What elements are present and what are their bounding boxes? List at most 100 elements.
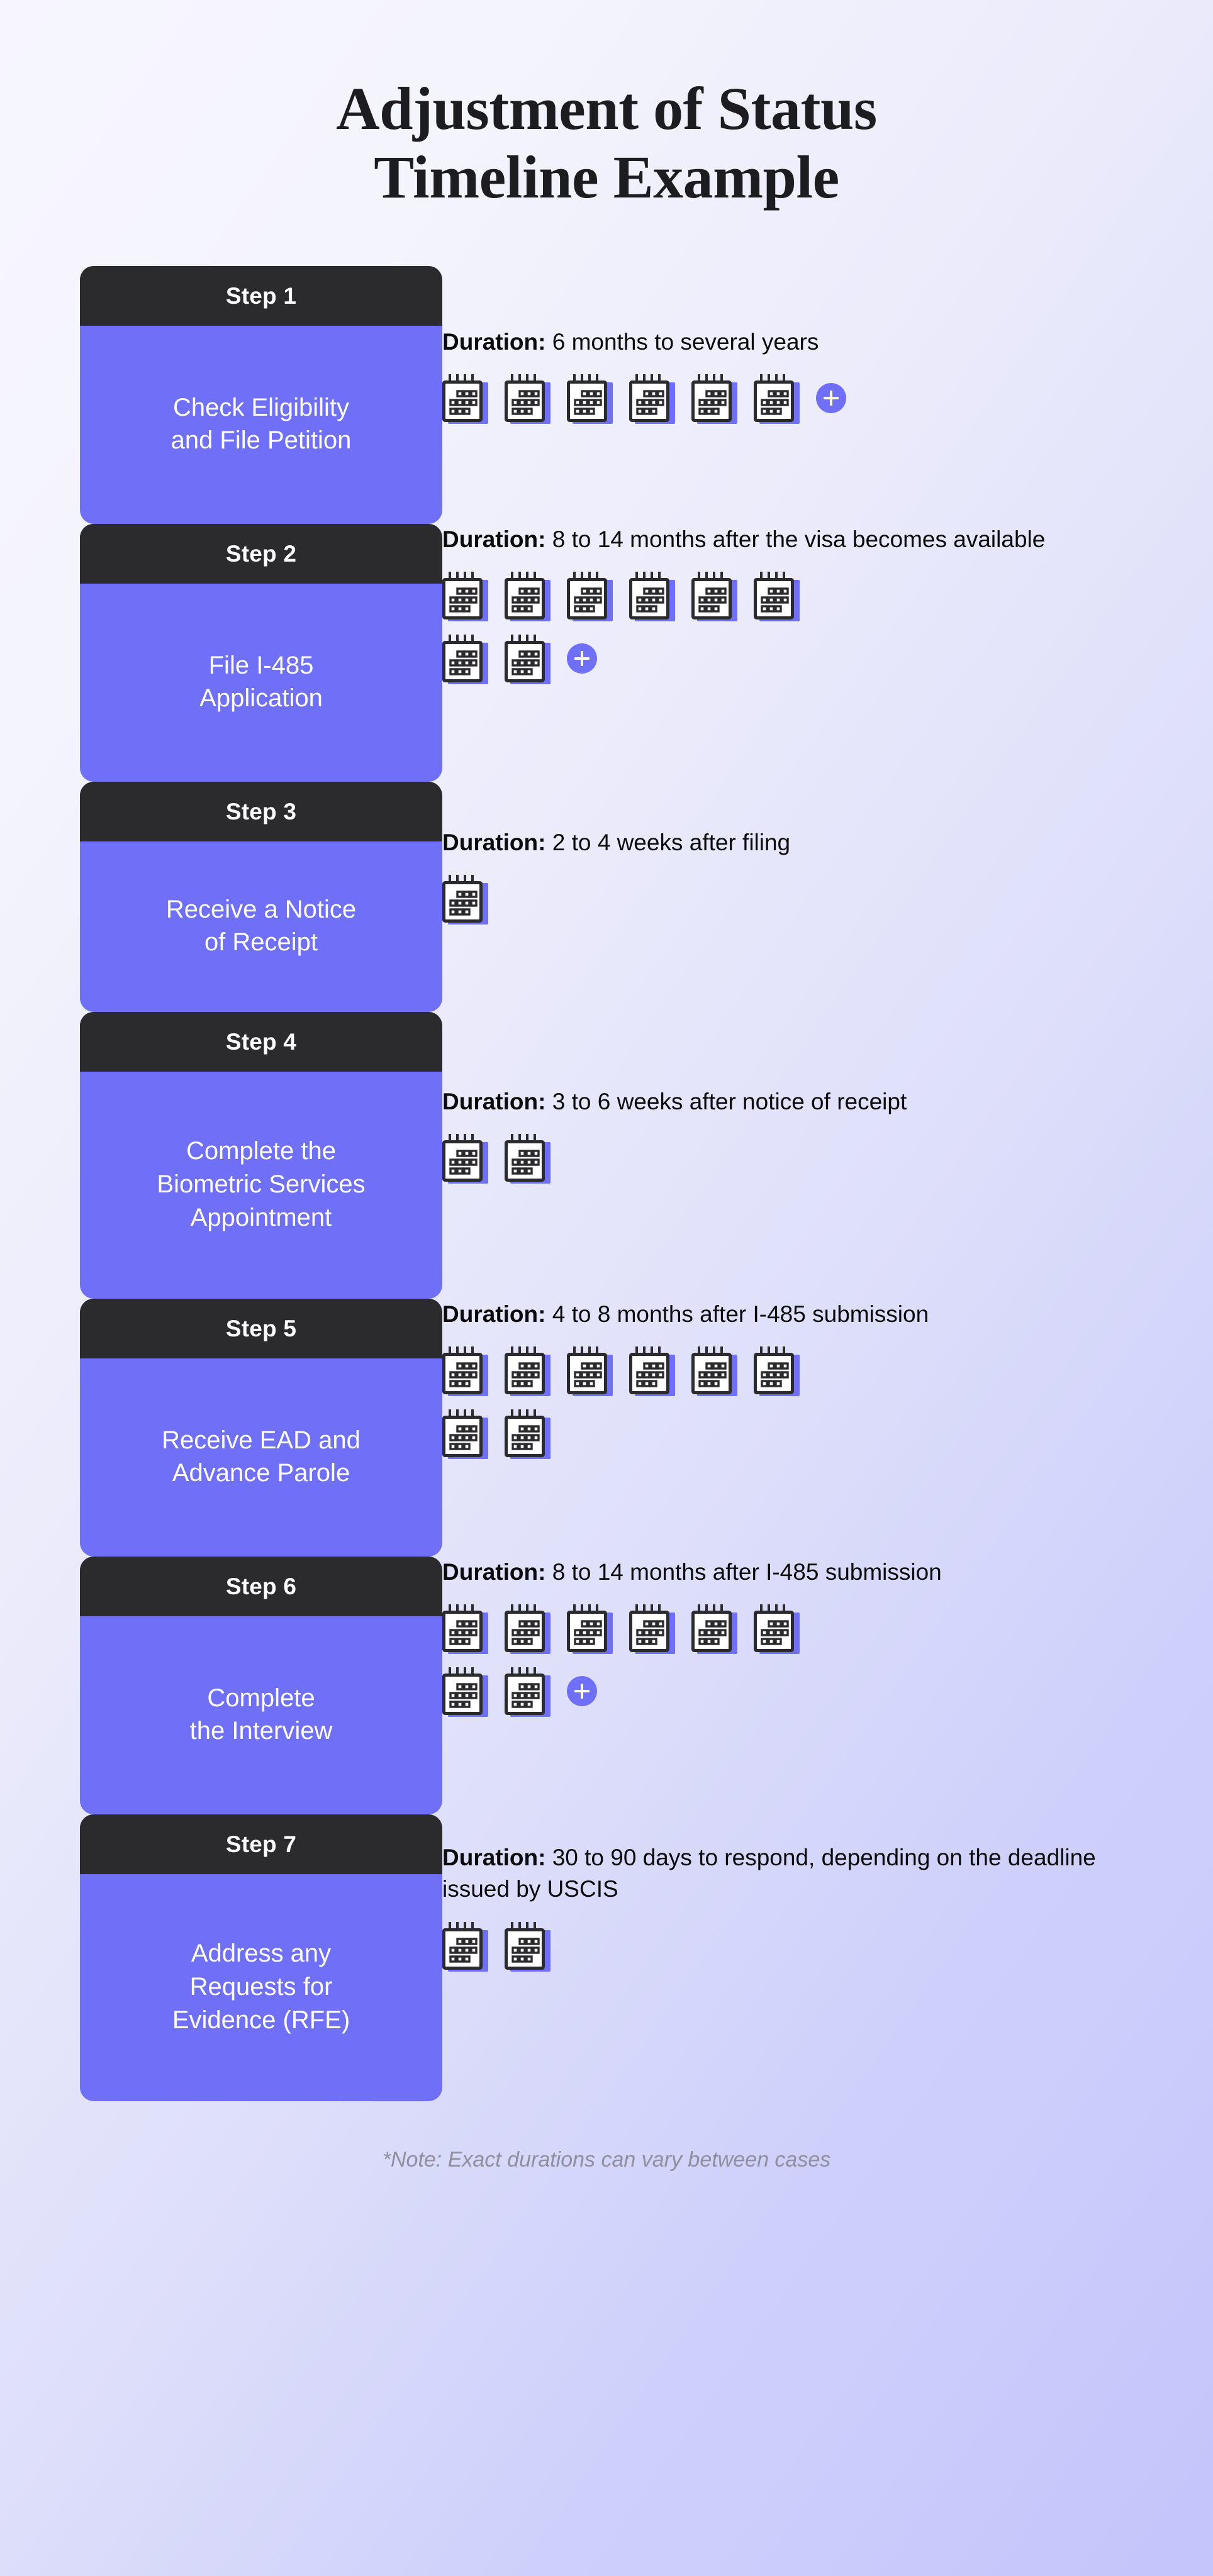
duration-label: Duration: bbox=[442, 829, 546, 855]
step-card-header: Step 2 bbox=[80, 523, 442, 584]
duration-text: Duration: 30 to 90 days to respond, depe… bbox=[442, 1842, 1128, 1906]
calendar-icon bbox=[505, 374, 551, 425]
step-card-title-line: Biometric Services bbox=[157, 1170, 366, 1198]
step-card-header: Step 4 bbox=[80, 1011, 442, 1072]
step-card-title-line: Complete the bbox=[186, 1137, 336, 1165]
calendar-row bbox=[442, 635, 1144, 685]
step-card-title-line: Application bbox=[199, 684, 323, 713]
calendar-icon bbox=[505, 1667, 551, 1718]
footnote-note: *Note: Exact durations can vary between … bbox=[382, 2147, 831, 2172]
step-card-title-line: Advance Parole bbox=[172, 1459, 350, 1487]
page-title-line-2: Timeline Example bbox=[374, 143, 839, 211]
duration-text: Duration: 8 to 14 months after I-485 sub… bbox=[442, 1557, 1128, 1588]
duration-text: Duration: 8 to 14 months after the visa … bbox=[442, 524, 1128, 555]
step-card-title-line: Check Eligibility bbox=[172, 393, 350, 421]
calendar-icon bbox=[505, 1134, 551, 1184]
calendar-grid bbox=[442, 572, 1144, 685]
calendar-icon bbox=[754, 1604, 800, 1655]
duration-value: 8 to 14 months after I-485 submission bbox=[545, 1558, 942, 1585]
step-card-title-line: File I-485 bbox=[208, 651, 314, 679]
duration-text: Duration: 3 to 6 weeks after notice of r… bbox=[442, 1086, 1128, 1118]
step-card-header: Step 3 bbox=[80, 781, 442, 841]
calendar-icon bbox=[567, 1346, 613, 1397]
calendar-grid bbox=[442, 1134, 1144, 1184]
step-detail-column: Duration: 30 to 90 days to respond, depe… bbox=[442, 1814, 1213, 1972]
calendar-row bbox=[442, 1604, 1144, 1655]
calendar-icon bbox=[754, 374, 800, 425]
step-card-header: Step 5 bbox=[80, 1298, 442, 1358]
step-card-title-line: of Receipt bbox=[204, 928, 318, 957]
calendar-row bbox=[442, 1134, 1144, 1184]
calendar-icon bbox=[505, 1409, 551, 1460]
duration-text: Duration: 6 months to several years bbox=[442, 326, 1128, 358]
calendar-icon bbox=[629, 1604, 675, 1655]
step-detail-column: Duration: 4 to 8 months after I-485 subm… bbox=[442, 1299, 1213, 1460]
step-detail-column: Duration: 2 to 4 weeks after filing bbox=[442, 782, 1213, 925]
duration-label: Duration: bbox=[442, 1088, 546, 1114]
step-card-header: Step 6 bbox=[80, 1556, 442, 1616]
calendar-icon bbox=[691, 1346, 737, 1397]
calendar-icon bbox=[567, 374, 613, 425]
calendar-grid bbox=[442, 1921, 1144, 1972]
calendar-grid bbox=[442, 1346, 1144, 1460]
plus-icon[interactable] bbox=[567, 643, 597, 674]
step-card-title-line: Requests for bbox=[189, 1972, 333, 2001]
duration-label: Duration: bbox=[442, 526, 546, 552]
calendar-icon bbox=[442, 1346, 488, 1397]
step-detail-column: Duration: 8 to 14 months after I-485 sub… bbox=[442, 1557, 1213, 1718]
calendar-icon bbox=[442, 635, 488, 685]
calendar-grid bbox=[442, 1604, 1144, 1718]
plus-icon[interactable] bbox=[567, 1676, 597, 1707]
calendar-grid bbox=[442, 374, 1144, 425]
duration-value: 6 months to several years bbox=[545, 328, 819, 355]
calendar-icon bbox=[442, 374, 488, 425]
calendar-icon bbox=[505, 572, 551, 622]
duration-value: 4 to 8 months after I-485 submission bbox=[545, 1301, 929, 1327]
step-card-header: Step 1 bbox=[80, 265, 442, 326]
calendar-icon bbox=[505, 635, 551, 685]
calendar-icon bbox=[442, 1921, 488, 1972]
plus-icon[interactable] bbox=[816, 383, 846, 414]
calendar-icon bbox=[691, 1604, 737, 1655]
calendar-icon bbox=[754, 1346, 800, 1397]
calendar-row bbox=[442, 1346, 1144, 1397]
calendar-icon bbox=[629, 572, 675, 622]
calendar-row bbox=[442, 875, 1144, 925]
duration-text: Duration: 4 to 8 months after I-485 subm… bbox=[442, 1299, 1128, 1330]
calendar-icon bbox=[442, 1667, 488, 1718]
duration-label: Duration: bbox=[442, 1844, 546, 1870]
calendar-icon bbox=[442, 1409, 488, 1460]
step-card-title-line: Receive EAD and bbox=[162, 1426, 361, 1454]
calendar-icon bbox=[629, 374, 675, 425]
duration-label: Duration: bbox=[442, 328, 546, 355]
duration-value: 3 to 6 weeks after notice of receipt bbox=[545, 1088, 907, 1114]
calendar-icon bbox=[691, 374, 737, 425]
calendar-icon bbox=[505, 1921, 551, 1972]
calendar-icon bbox=[754, 572, 800, 622]
duration-value: 2 to 4 weeks after filing bbox=[545, 829, 791, 855]
calendar-icon bbox=[442, 875, 488, 925]
calendar-icon bbox=[442, 572, 488, 622]
